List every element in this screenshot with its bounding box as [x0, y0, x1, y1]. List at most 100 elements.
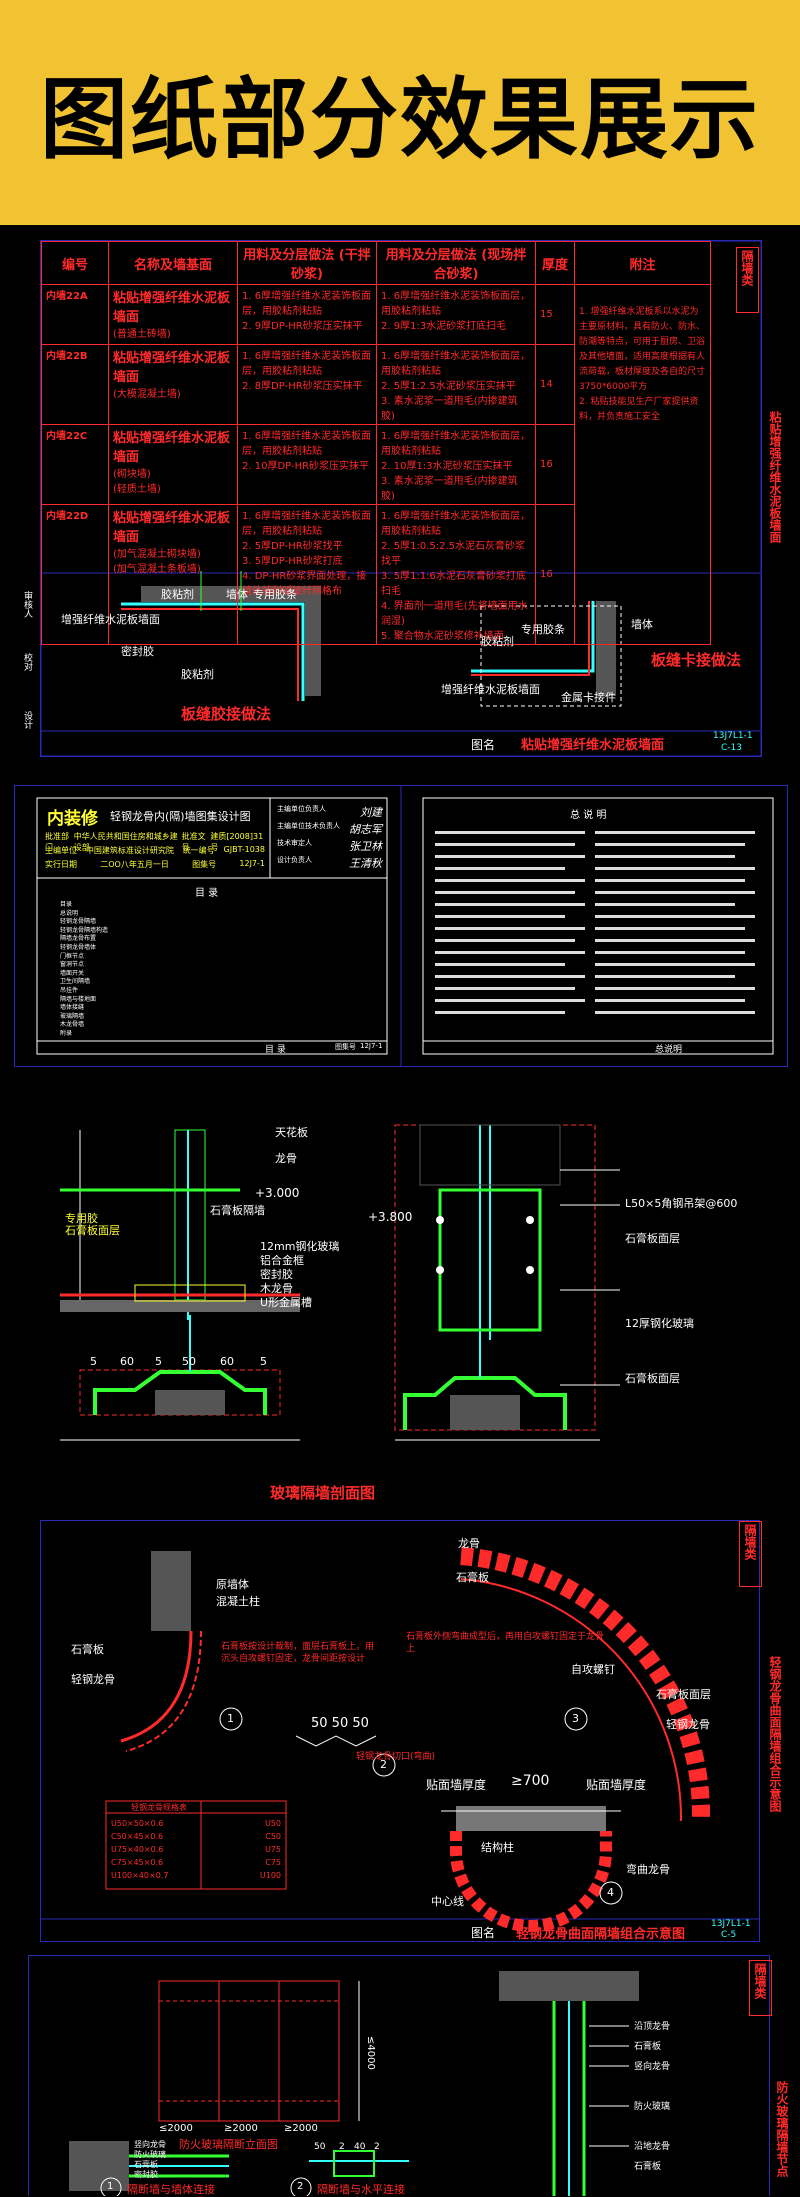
list-item: 总说明 — [60, 909, 79, 917]
tab-label: 审核人 — [22, 591, 32, 618]
label: 石膏板 — [456, 1571, 489, 1584]
signer-row: 主编单位技术负责人胡志军 — [277, 822, 382, 836]
label: 密封胶 — [260, 1268, 293, 1281]
label: 中心线 — [431, 1895, 464, 1908]
dim: 60 — [120, 1355, 134, 1368]
col-thick: 厚度 — [535, 241, 575, 285]
label: 沿顶龙骨 — [634, 2022, 671, 2032]
label: 铝合金框 — [260, 1254, 304, 1267]
drawing-sheet-5: ≤2000 ≥2000 ≥2000 ≤4000 防火玻璃隔断立面图 竖向龙骨 防… — [28, 1955, 789, 2196]
list-item: 门框节点 — [60, 952, 85, 960]
notes-footer: 总说明 — [655, 1045, 683, 1055]
list-item: 墙体接缝 — [60, 1004, 85, 1012]
label: 专用胶条 — [521, 623, 565, 636]
list-item: 玻璃隔墙 — [60, 1012, 85, 1020]
label: 密封胶 — [134, 2170, 158, 2179]
label: 龙骨 — [458, 1537, 480, 1550]
col-dry: 用料及分层做法 (干拌砂浆) — [237, 241, 377, 285]
list-item: 轻钢龙骨隔墙构造 — [60, 926, 109, 934]
dim: 40 — [354, 2142, 366, 2152]
label: 防火玻璃 — [634, 2102, 671, 2112]
label: 石膏板隔墙 — [210, 1204, 265, 1217]
label: U形金属槽 — [260, 1296, 313, 1309]
label: L50×5角钢吊架@600 — [625, 1197, 738, 1210]
dim: 5 — [155, 1355, 162, 1368]
label: 石膏板 — [634, 2162, 662, 2172]
dim: 5 — [260, 1355, 267, 1368]
table-row: 内墙22D 粘贴增强纤维水泥板墙面(加气混凝土砌块墙) (加气混凝土条板墙) 1… — [41, 504, 711, 645]
legend-table — [105, 1800, 287, 1890]
label: 金属卡接件 — [561, 691, 616, 704]
dim: ≥2000 — [224, 2123, 258, 2134]
label: 弯曲龙骨 — [626, 1863, 670, 1876]
signer-row: 设计负责人王清秋 — [277, 856, 382, 870]
dim: ≥700 — [511, 1773, 550, 1789]
list-item: 目录 — [60, 901, 73, 908]
label: 贴面墙厚度 — [426, 1778, 487, 1792]
detail-3 — [460, 1547, 711, 1822]
toc-footer-label: 图集号 — [335, 1043, 356, 1051]
label: 竖向龙骨 — [634, 2062, 671, 2072]
detail-2-title: 板缝卡接做法 — [651, 651, 742, 669]
dim: 50 50 50 — [311, 1716, 369, 1731]
sheet3-lines — [60, 1124, 620, 1441]
title-label: 图名 — [471, 738, 496, 752]
label: 专用胶条 — [253, 588, 297, 601]
left-section — [60, 1129, 300, 1441]
tab-label: 设计 — [22, 711, 32, 729]
dim: 2 — [339, 2142, 345, 2152]
detail-number: 2 — [297, 2181, 304, 2192]
toc-footer-code: 12J7-1 — [360, 1042, 383, 1050]
label: 增强纤维水泥板墙面 — [441, 683, 540, 696]
sheet2-lines — [36, 786, 774, 1066]
detail-number: 3 — [572, 1712, 579, 1725]
dim: ≥2000 — [284, 2123, 318, 2134]
elevation-mark: +3.000 — [255, 1186, 300, 1200]
side-tab: 隔墙类 — [739, 1521, 762, 1587]
sidebar-title: 粘贴增强纤维水泥板墙面 — [768, 411, 782, 543]
signer-row: 主编单位负责人刘建 — [277, 805, 382, 819]
label: 增强纤维水泥板墙面 — [61, 613, 160, 626]
detail-4 — [441, 1806, 623, 1932]
label: 轻钢龙骨 — [71, 1673, 115, 1686]
label: 竖向龙骨 — [134, 2140, 166, 2149]
sidebar-title: 防火玻璃隔墙节点 — [775, 2081, 789, 2177]
label: 原墙体 — [216, 1578, 249, 1591]
dim: ≤4000 — [365, 2036, 376, 2070]
title-name: 轻钢龙骨曲面隔墙组合示意图 — [516, 1927, 686, 1942]
table-row: 内墙22A 粘贴增强纤维水泥板墙面(普通土砖墙) 1. 6厚增强纤维水泥装饰板面… — [41, 284, 711, 645]
dim: 5 — [90, 1355, 97, 1368]
dim: 60 — [220, 1355, 234, 1368]
label: 贴面墙厚度 — [586, 1778, 647, 1792]
label: 石膏板面层 — [65, 1224, 120, 1237]
banner-frame: 图纸部分效果展示 — [20, 27, 780, 198]
bottom-details — [69, 2141, 409, 2196]
section-title: 玻璃隔墙剖面图 — [270, 1484, 376, 1502]
sheet-code: 13J7L1-1 — [713, 731, 753, 741]
detail-number: 1 — [227, 1712, 234, 1725]
list-item: 吊挂件 — [60, 986, 79, 994]
banner-title: 图纸部分效果展示 — [39, 68, 760, 171]
detail-caption: 隔断墙与水平连接 — [317, 2183, 405, 2196]
label: 石膏板面层 — [625, 1372, 680, 1385]
label: 12mm钢化玻璃 — [260, 1240, 340, 1253]
page-code: C-5 — [721, 1930, 737, 1940]
elevation-mark: +3.800 — [368, 1210, 413, 1224]
table-row: 内墙22C 粘贴增强纤维水泥板墙面(砌块墙) (轻质土墙) 1. 6厚增强纤维水… — [41, 424, 711, 505]
finish-table: 编号 名称及墙基面 用料及分层做法 (干拌砂浆) 用料及分层做法 (现场拌合砂浆… — [41, 241, 711, 645]
book-title: 内装修 — [47, 809, 98, 829]
label: 自攻螺钉 — [571, 1663, 615, 1676]
label: 专用胶 — [65, 1212, 98, 1225]
sidebar-title: 轻钢龙骨曲面隔墙组合示意图 — [768, 1656, 782, 1812]
notes-lines — [435, 831, 755, 1014]
list-item: 墙面开关 — [60, 969, 85, 977]
label: 胶粘剂 — [161, 588, 194, 601]
dim: 2 — [374, 2142, 380, 2152]
label: 密封胶 — [121, 645, 154, 658]
toc-list: 目录 总说明 轻钢龙骨隔墙 轻钢龙骨隔墙构造 隔墙龙骨布置 轻钢龙骨墙体 门框节… — [60, 901, 360, 1039]
